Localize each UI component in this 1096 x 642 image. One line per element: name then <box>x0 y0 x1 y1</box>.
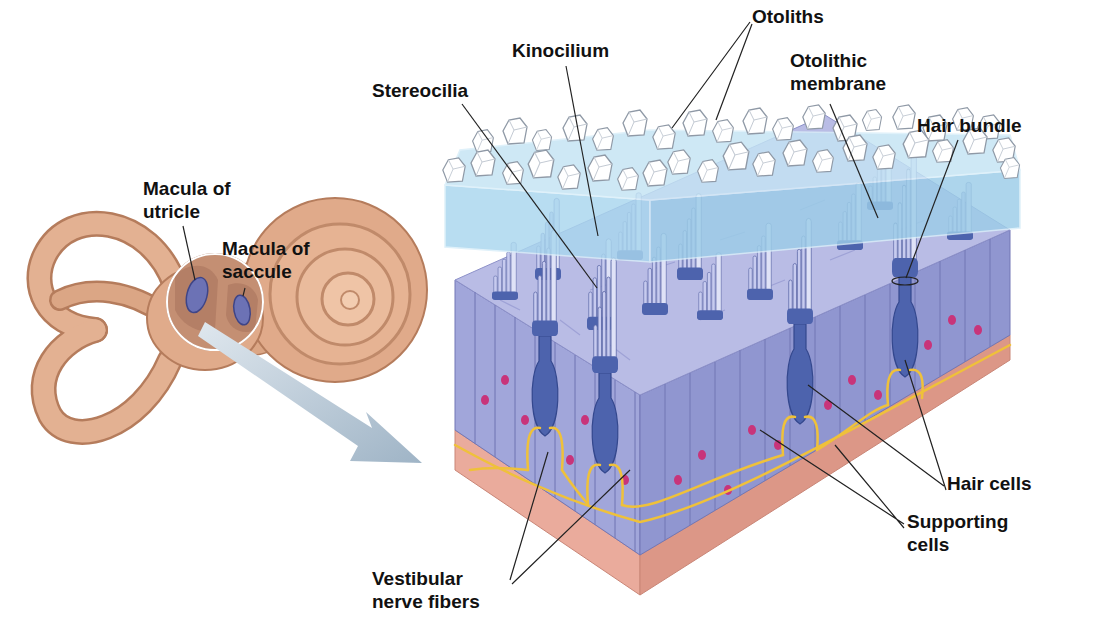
leader-line <box>566 66 598 236</box>
part-label: Hair bundle <box>917 115 1057 138</box>
saccule-wall <box>226 283 258 332</box>
bundle-ring <box>892 277 918 285</box>
part-label: Stereocilia <box>372 80 502 103</box>
canal-outline <box>44 330 170 432</box>
cochlea-apex <box>341 291 359 309</box>
otolith <box>698 160 719 183</box>
otolith <box>532 130 551 151</box>
otolith <box>813 150 834 173</box>
nucleus <box>581 415 589 425</box>
otolith <box>593 128 614 151</box>
otolith <box>713 120 734 143</box>
otolith <box>743 108 767 134</box>
cochlea <box>243 198 427 382</box>
otolith <box>783 140 807 166</box>
cochlea-turn <box>297 249 393 345</box>
inner-ear <box>39 198 427 432</box>
nucleus <box>848 375 856 385</box>
nucleus <box>481 395 489 405</box>
otolith <box>753 152 775 176</box>
nucleus <box>974 325 982 335</box>
part-label: Macula of utricle <box>143 178 253 224</box>
otolith <box>528 150 554 178</box>
nucleus <box>698 450 706 460</box>
nucleus <box>521 415 529 425</box>
nucleus <box>674 475 682 485</box>
part-label: Otoliths <box>752 6 872 29</box>
semicircular-canal <box>44 330 170 432</box>
part-label: Supporting cells <box>907 511 1032 557</box>
leader-line <box>672 22 752 128</box>
part-label: Otolithic membrane <box>790 50 915 96</box>
nucleus <box>748 425 756 435</box>
otolith <box>643 160 667 186</box>
otolith <box>563 115 587 141</box>
cochlea-turn <box>322 273 374 325</box>
saccule-macula <box>232 294 253 326</box>
otolith <box>558 165 580 189</box>
otolith <box>618 168 639 191</box>
nucleus <box>874 390 882 400</box>
part-label: Macula of saccule <box>222 238 332 284</box>
hair-cell <box>532 336 558 436</box>
otolith <box>653 125 675 149</box>
utricle-macula <box>183 275 212 315</box>
hair-bundle <box>697 253 723 320</box>
nucleus <box>924 340 932 350</box>
otolith <box>503 118 527 144</box>
hair-cell <box>892 277 918 377</box>
leader-line <box>510 452 630 584</box>
leader-line <box>183 226 195 280</box>
leader-line <box>760 430 904 528</box>
otolith <box>843 135 867 161</box>
otolithic-membrane <box>445 130 1020 262</box>
otolith <box>773 118 794 141</box>
leader-line <box>808 360 946 490</box>
hair-cell <box>787 324 813 424</box>
otolith <box>803 105 825 129</box>
otolith <box>873 145 895 169</box>
otolith <box>1000 158 1019 179</box>
utricle-wall <box>175 266 218 332</box>
leader-line <box>462 104 597 288</box>
otolith <box>862 110 881 131</box>
part-label: Kinocilium <box>512 40 652 63</box>
nerve-fiber <box>622 405 888 507</box>
otolith <box>683 110 707 136</box>
otolith <box>623 110 647 136</box>
part-label: Hair cells <box>947 473 1077 496</box>
nucleus <box>948 315 956 325</box>
nerve-fiber <box>470 468 588 505</box>
part-label: Vestibular nerve fibers <box>372 568 512 614</box>
hair-bundle <box>592 258 618 373</box>
leader-line <box>906 140 958 278</box>
otolith <box>588 155 612 181</box>
nerve-fiber <box>587 465 622 505</box>
leader-lines <box>183 22 958 584</box>
hair-cell <box>592 373 618 473</box>
otolith <box>723 142 749 170</box>
otolith <box>668 150 690 174</box>
leader-line <box>830 104 878 218</box>
zoom-arrow <box>198 322 422 463</box>
otolith <box>443 158 465 182</box>
nucleus <box>501 375 509 385</box>
nucleus <box>566 455 574 465</box>
otolith <box>471 150 495 176</box>
nerve-fibers <box>455 345 1010 522</box>
otolith <box>893 105 915 129</box>
leader-line <box>243 288 245 296</box>
nerve-fiber <box>455 345 1010 522</box>
